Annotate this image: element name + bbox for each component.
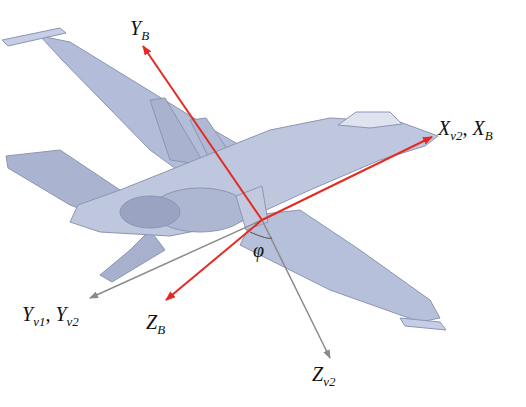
aircraft [2,28,446,330]
xb-axis [262,137,432,220]
axis-label: Zv2 [312,364,335,388]
zv2-axis [262,220,330,358]
axis-label: φ [253,240,264,260]
zb-axis [166,220,262,300]
axis-label: Xv2, XB [438,118,493,142]
axes [90,46,432,358]
angle-arc [250,232,272,238]
yv-axis [90,220,262,298]
axis-label: YB [130,18,149,42]
yb-axis [143,46,262,220]
axis-label: ZB [146,312,165,336]
axis-label: Yv1, Yv2 [22,304,79,328]
